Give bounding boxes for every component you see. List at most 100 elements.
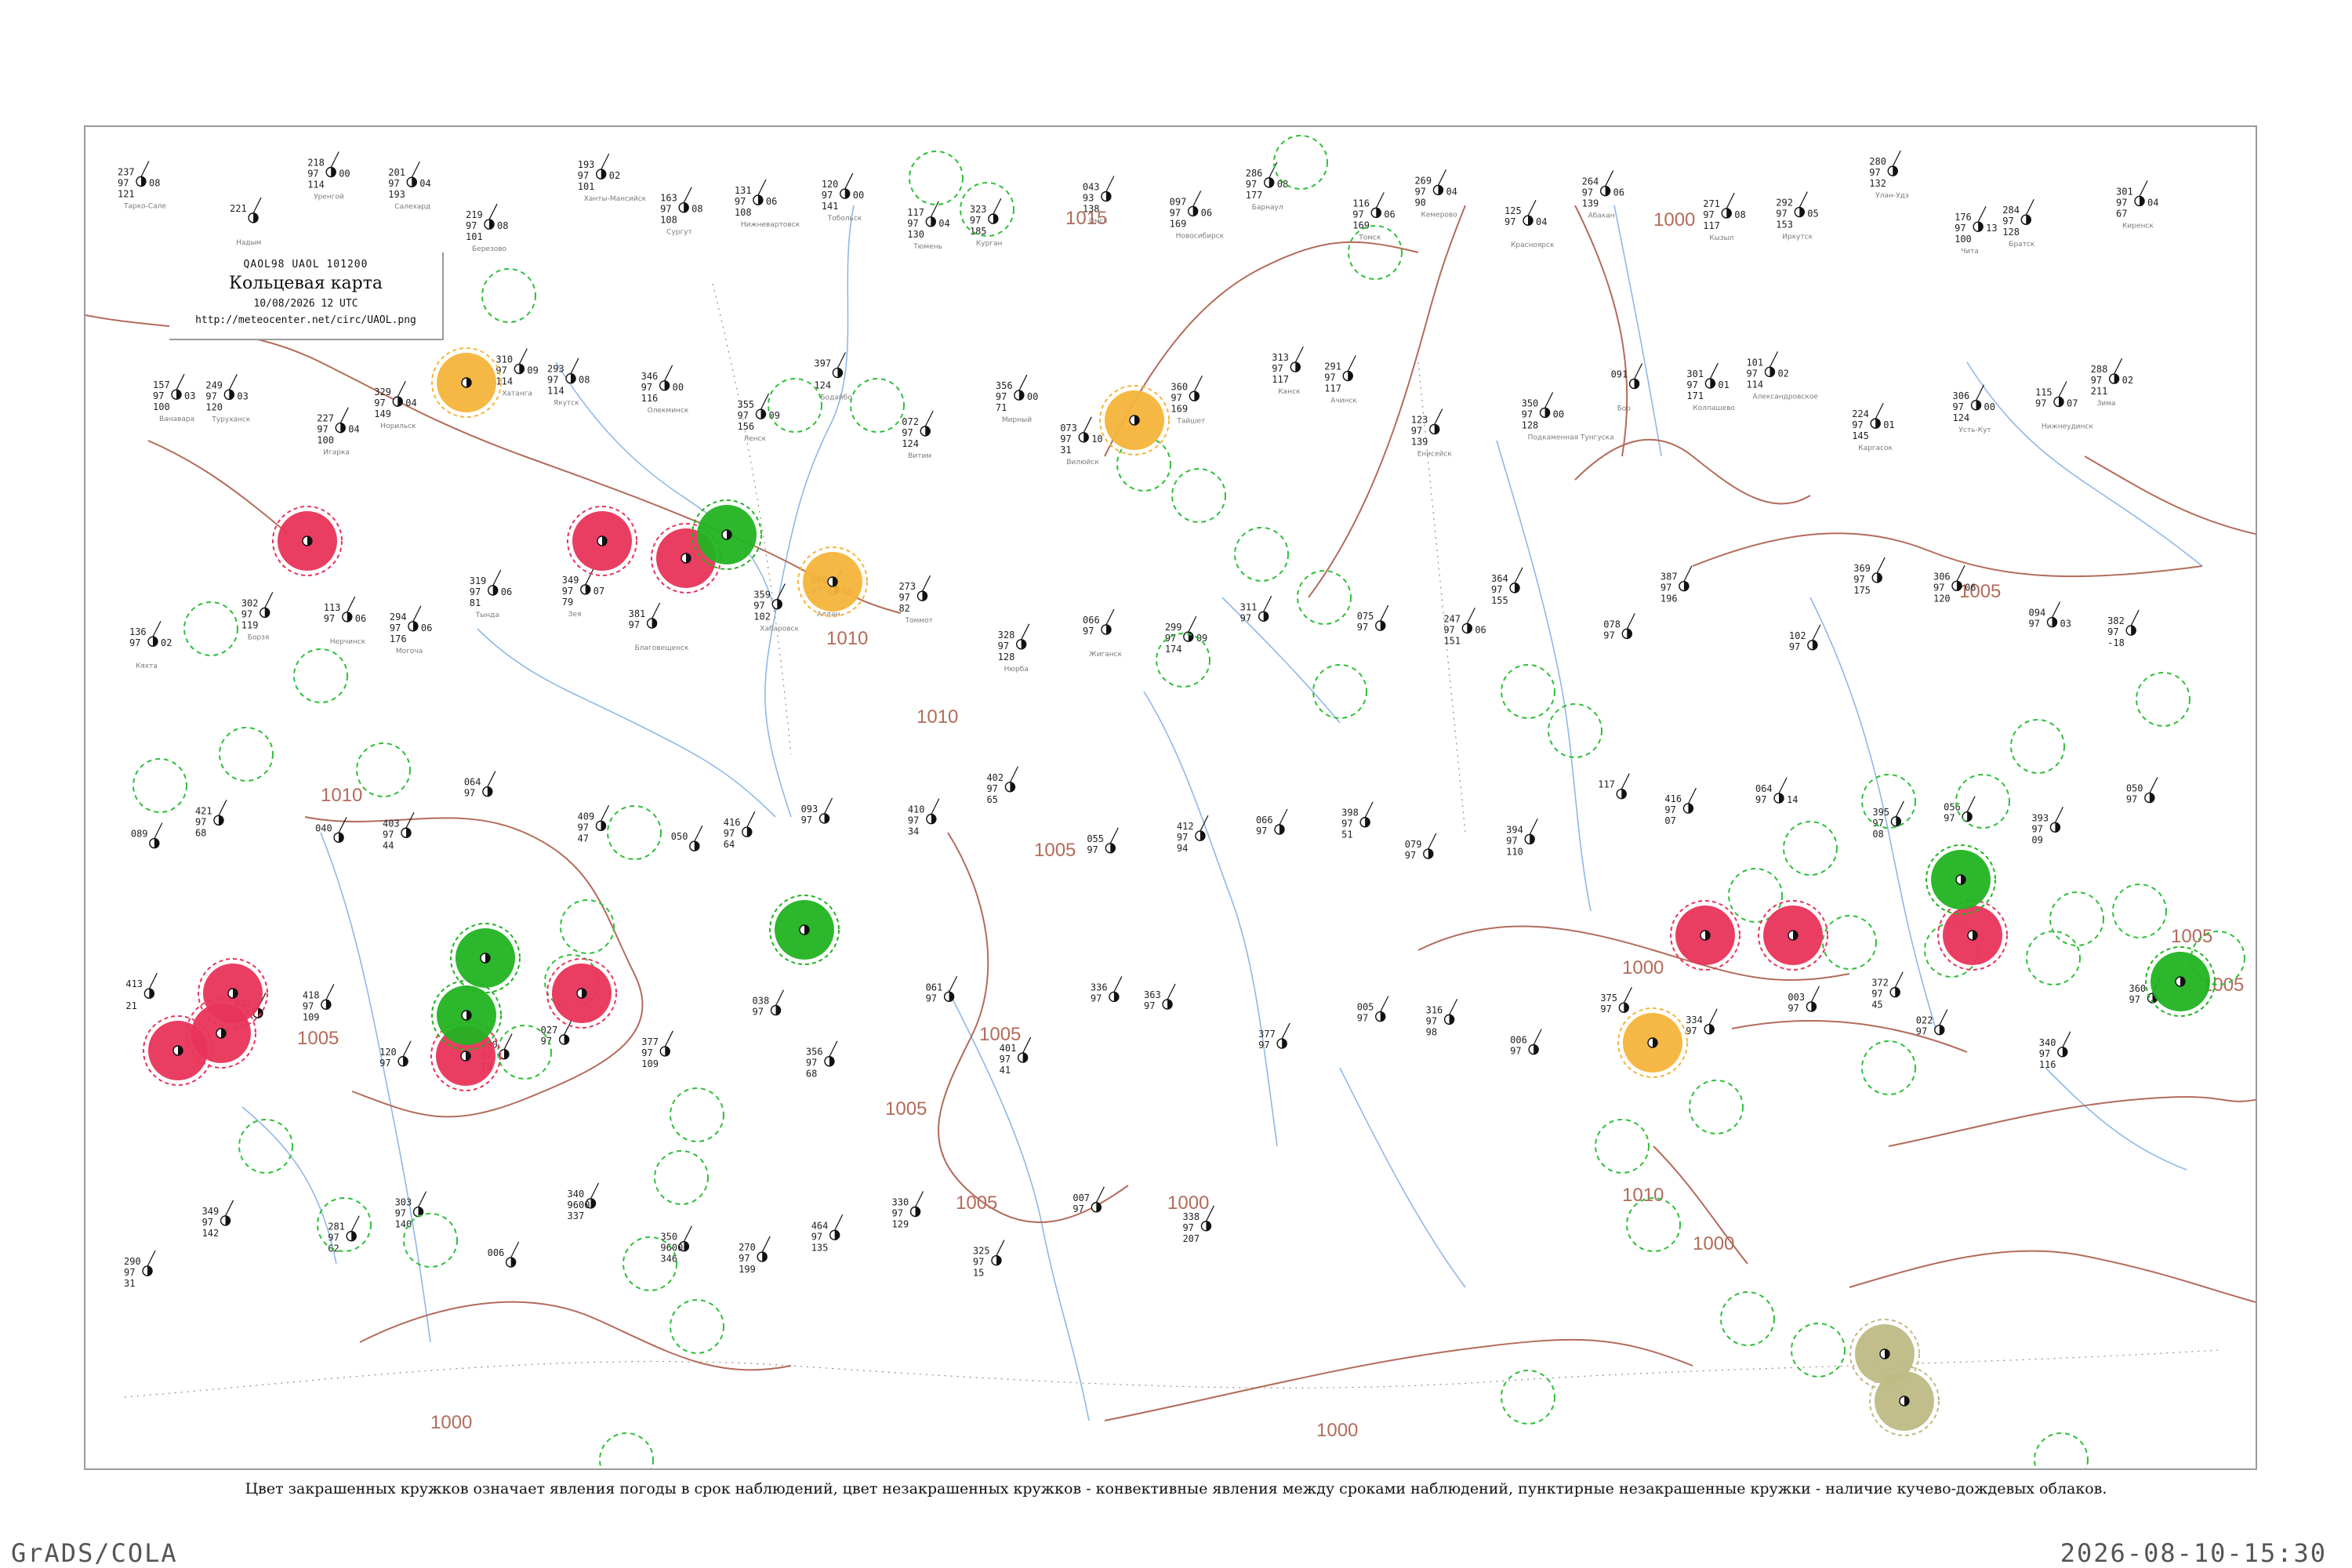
weather-circle[interactable]	[1869, 1366, 1940, 1436]
weather-circle[interactable]	[1617, 1007, 1688, 1078]
weather-circle[interactable]	[143, 1015, 213, 1086]
station-plot[interactable]: 089	[131, 822, 163, 849]
weather-circle[interactable]	[1758, 900, 1828, 971]
weather-circle[interactable]	[546, 958, 617, 1029]
weather-circle[interactable]	[1849, 1319, 1920, 1389]
weather-map[interactable]: 1005100510051005100510051005100510101010…	[85, 127, 2257, 1470]
weather-circle[interactable]	[1926, 844, 1996, 915]
station-plot[interactable]: 040	[315, 817, 347, 843]
weather-circle[interactable]	[1099, 385, 1170, 456]
legend-url[interactable]: http://meteocenter.net/circ/UAOL.png	[195, 314, 416, 326]
station-plot[interactable]: 050	[671, 825, 703, 851]
weather-circle[interactable]	[567, 506, 637, 576]
weather-circle[interactable]	[450, 923, 521, 993]
weather-circle[interactable]	[769, 895, 840, 965]
station-plot[interactable]: 006	[488, 1241, 520, 1268]
weather-circle[interactable]	[431, 980, 502, 1051]
